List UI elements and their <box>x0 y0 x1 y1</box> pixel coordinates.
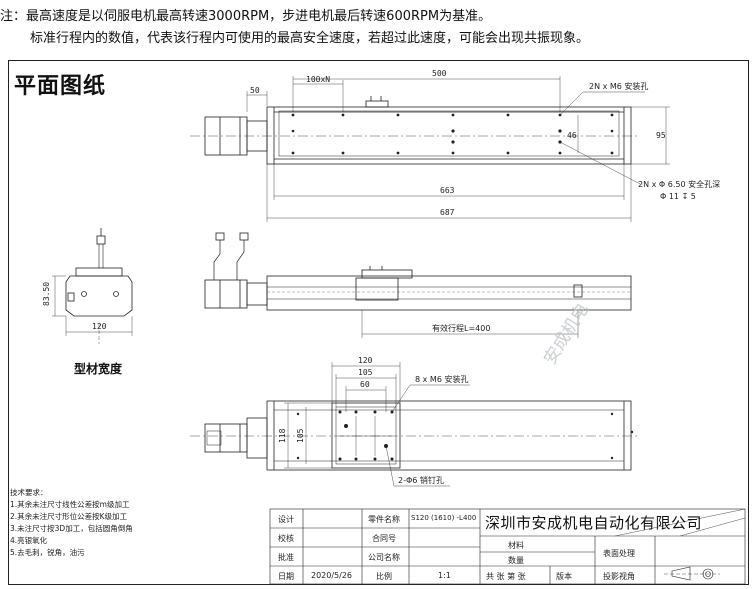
dim-50: 50 <box>250 86 260 95</box>
callout-bottom-m6: 8 x M6 安装孔 <box>415 374 468 384</box>
dim-46: 46 <box>567 131 577 140</box>
dimension-labels: 50 100xN 500 46 95 663 687 2N x M6 安装孔 2… <box>42 69 720 485</box>
tb-part-name-label: 零件名称 <box>368 515 400 524</box>
module-body <box>266 106 632 165</box>
callout-top-hole-sub: Φ 11 ↧ 5 <box>660 192 696 201</box>
top-view <box>190 76 670 222</box>
tech-item: 4.亮银氧化 <box>10 536 48 545</box>
tech-heading: 技术要求： <box>10 488 48 497</box>
tech-requirements: 技术要求： 1.其余未注尺寸线性公差按m级加工 2.其余未注尺寸形位公差按K级加… <box>10 487 133 559</box>
dim-carriage-60: 60 <box>360 380 370 389</box>
dim-663: 663 <box>440 186 455 195</box>
tb-surface-label: 表面处理 <box>603 549 635 558</box>
tb-company: 深圳市安成机电自动化有限公司 <box>485 514 703 532</box>
tb-material-label: 材料 <box>508 541 524 550</box>
tech-item: 3.未注尺寸按3D加工，包括圆角倒角 <box>10 524 133 533</box>
title-block-grid <box>269 508 746 585</box>
dim-carriage-120: 120 <box>358 356 373 365</box>
tb-approve-label: 批准 <box>278 553 294 562</box>
bottom-view <box>190 362 640 487</box>
tb-design-label: 设计 <box>278 515 294 524</box>
tech-item: 1.其余未注尺寸线性公差按m级加工 <box>10 500 130 509</box>
dim-carriage-105-side: 105 <box>296 428 305 443</box>
side-view <box>204 232 632 338</box>
dim-687: 687 <box>440 208 455 217</box>
note-line-1: 注：最高速度是以伺服电机最高转速3000RPM，步进电机最后转速600RPM为基… <box>0 9 492 24</box>
tb-version: 版本 <box>556 572 572 581</box>
profile-caption: 型材宽度 <box>74 362 123 376</box>
tb-scale-label: 比例 <box>376 572 392 581</box>
dim-95: 95 <box>656 131 666 140</box>
tb-projection-label: 投影视角 <box>603 572 635 581</box>
profile-view <box>52 228 133 344</box>
tb-date: 2020/5/26 <box>311 571 353 580</box>
callout-top-hole: 2N x Φ 6.50 安全孔深 <box>638 179 720 189</box>
tb-contract-label: 合同号 <box>372 534 396 543</box>
drawing-frame <box>8 60 749 585</box>
effective-stroke-label: 有效行程L=400 <box>432 323 490 333</box>
tech-item: 2.其余未注尺寸形位公差按K级加工 <box>10 512 128 521</box>
tb-scale: 1:1 <box>438 571 451 580</box>
tb-date-label: 日期 <box>278 572 294 581</box>
note-line-2: 标准行程内的数值，代表该行程内可使用的最高安全速度，若超过此速度，可能会出现共振… <box>30 31 590 46</box>
callout-top-m6: 2N x M6 安装孔 <box>589 81 648 91</box>
tb-company-name-label: 公司名称 <box>368 553 400 562</box>
dim-100xn: 100xN <box>306 75 330 84</box>
tb-part-name: S120 (1610) -L400 <box>411 514 477 522</box>
callout-pin-holes: 2-Φ6 销钉孔 <box>398 475 444 485</box>
tb-check-label: 校核 <box>278 534 294 543</box>
tb-sheets: 共 张 第 张 <box>486 572 526 581</box>
dim-carriage-105: 105 <box>358 368 373 377</box>
dim-profile-width: 120 <box>92 322 107 331</box>
tb-quantity-label: 数量 <box>508 556 524 565</box>
dim-profile-height: 83.50 <box>42 282 51 306</box>
drawing-title: 平面图纸 <box>14 74 107 99</box>
dim-carriage-118: 118 <box>278 428 287 443</box>
dim-500: 500 <box>432 69 447 78</box>
tech-item: 5.去毛刺，锐角，油污 <box>10 548 85 557</box>
